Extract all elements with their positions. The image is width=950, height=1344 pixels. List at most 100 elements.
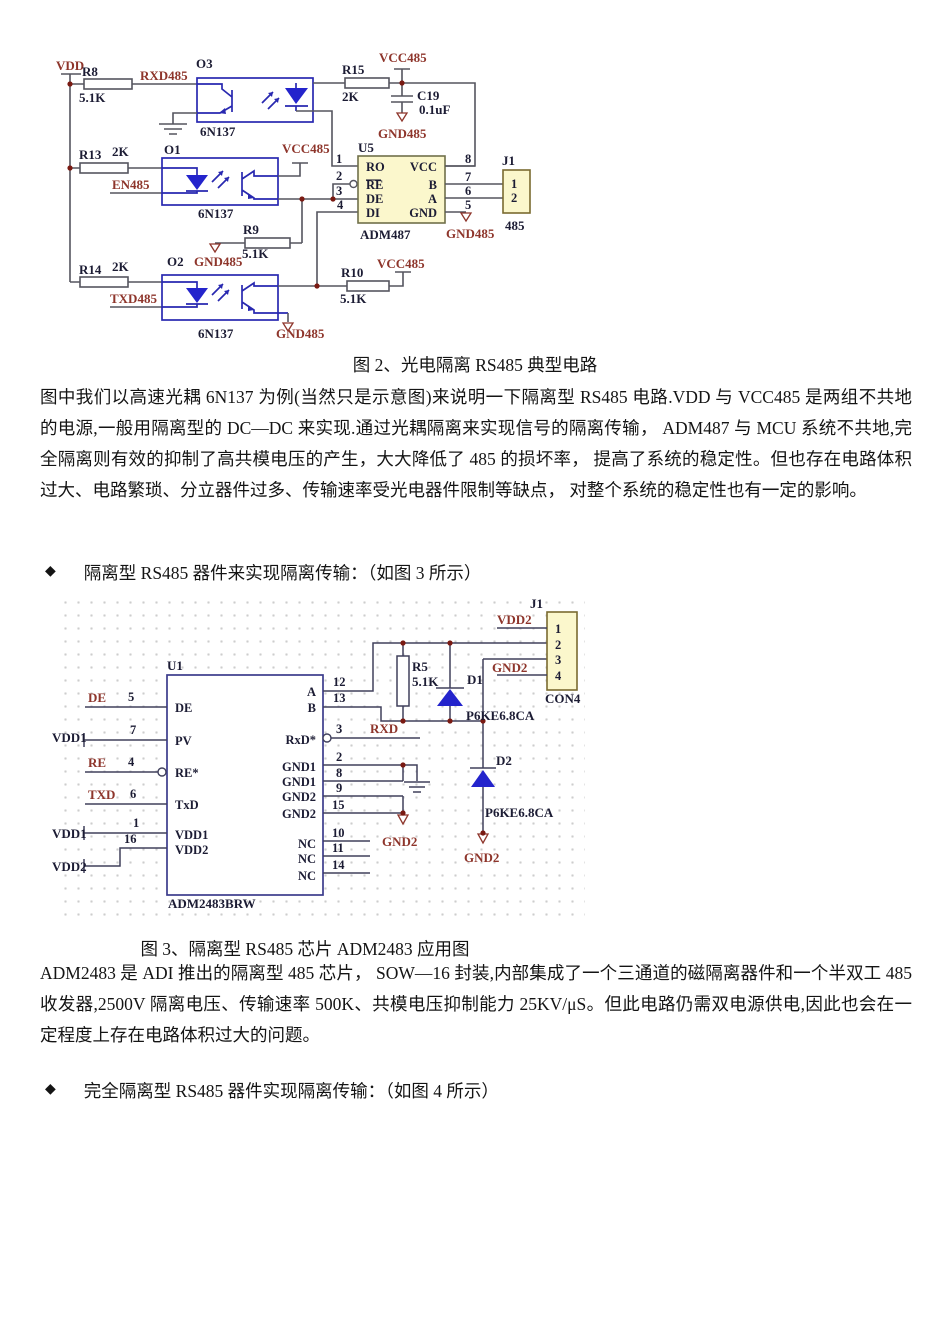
schematic-label: 1 [511,177,517,191]
wire [70,281,162,308]
schematic-label: O2 [167,254,184,269]
junction-dot [299,196,305,202]
bullet-item-2: ◆ 完全隔离型 RS485 器件实现隔离传输：（如图 4 所示） [45,1078,905,1103]
schematic-label: RE [366,178,383,192]
schematic-label: 5.1K [79,90,106,105]
resistor-r13 [79,162,129,174]
schematic-label: TXD [88,787,115,802]
schematic-label: 12 [333,675,346,689]
schematic-label: A [428,192,437,206]
schematic-label: A [307,685,316,699]
schematic-label: B [429,178,437,192]
schematic-label: 1 [555,622,561,636]
schematic-label: VCC485 [377,256,425,271]
schematic-label: 2K [112,259,130,274]
schematic-label: J1 [530,596,543,611]
schematic-label: NC [298,837,316,851]
schematic-label: U5 [358,140,374,155]
capacitor-c19 [391,68,413,113]
schematic-label: GND485 [446,226,495,241]
wire [83,706,167,873]
tvs-diode-d2 [471,770,495,787]
junction-dot [330,196,336,202]
schematic-label: 4 [128,755,135,769]
chip-name-adm487: ADM487 [360,227,411,242]
schematic-label: 3 [336,184,342,198]
schematic-label: 10 [332,826,345,840]
schematic-label: 1 [336,152,342,166]
gnd2-power-arrow-icon [396,814,410,826]
schematic-label: 5 [128,690,134,704]
optocoupler-o3-box [196,77,314,123]
earth-ground-icon [159,112,197,135]
schematic-label: NC [298,869,316,883]
emitter-arrow [248,193,254,199]
schematic-label: 6N137 [200,124,236,139]
phototransistor-en [241,169,278,200]
gnd485-power-arrow-icon [395,112,409,123]
schematic-label: 16 [124,832,137,846]
wire [215,183,358,244]
wire [445,165,503,213]
schematic-label: 2 [336,169,342,183]
paragraph-1: 图中我们以高速光耦 6N137 为例(当然只是示意图)来说明一下隔离型 RS48… [40,387,912,500]
resistor-r9 [244,237,291,249]
schematic-label: R10 [341,265,363,280]
schematic-label: VDD1 [52,826,87,841]
schematic-label: NC [298,852,316,866]
schematic-label: D2 [496,753,512,768]
diamond-bullet-icon: ◆ [45,564,56,579]
schematic-label: 2K [112,144,130,159]
led-txd-leads [162,281,208,308]
schematic-label: 6N137 [198,326,234,341]
schematic-label: 1 [133,816,139,830]
schematic-label: VDD2 [175,843,208,857]
schematic-label: 6N137 [198,206,234,221]
schematic-label: R9 [243,222,259,237]
schematic-label: VCC485 [282,141,330,156]
schematic-label: C19 [417,88,440,103]
schematic-label: 6 [465,184,471,198]
schematic-label: GND1 [282,775,316,789]
schematic-label: 15 [332,798,345,812]
schematic-label: R5 [412,659,428,674]
schematic-label: GND [409,206,437,220]
connector-j1-485 [502,169,531,214]
emitter-arrow [219,108,226,114]
wire [323,642,547,874]
resistor-r15 [344,77,390,89]
schematic-label: RE [88,755,106,770]
schematic-label: VDD2 [52,859,87,874]
paragraph-2: ADM2483 是 ADI 推出的隔离型 485 芯片， SOW—16 封装,内… [40,963,912,1045]
schematic-label: U1 [167,658,183,673]
arrow-tip [224,290,229,295]
schematic-label: O1 [164,142,181,157]
junction-dot [480,830,486,836]
schematic-label: GND2 [464,850,499,865]
schematic-label: 4 [337,198,344,212]
schematic-label: 2K [342,89,360,104]
gnd485-power-arrow-icon [459,212,473,223]
schematic-label: GND2 [382,834,417,849]
schematic-label: VDD1 [52,730,87,745]
schematic-label: 0.1uF [419,102,450,117]
optocoupler-en-box [161,157,279,206]
arrow-tip [268,92,273,97]
junction-dot [400,810,406,816]
schematic-label: GND1 [282,760,316,774]
schematic-label: J1 [502,153,515,168]
schematic-label: VDD2 [497,612,532,627]
junction-dot [400,640,406,646]
connector-name-con4: CON4 [545,691,581,706]
chip-name-adm2483brw: ADM2483BRW [168,896,256,911]
schematic-label: 3 [336,722,342,736]
vdd-rail [61,73,81,282]
wire [278,211,411,287]
arrow-tip [218,284,223,289]
active-low-bubble [157,767,167,777]
gnd485-power-arrow-icon [208,243,222,254]
schematic-label: 9 [336,781,342,795]
schematic-label: 13 [333,691,346,705]
schematic-label: 5 [465,198,471,212]
schematic-label: 6 [130,787,136,801]
